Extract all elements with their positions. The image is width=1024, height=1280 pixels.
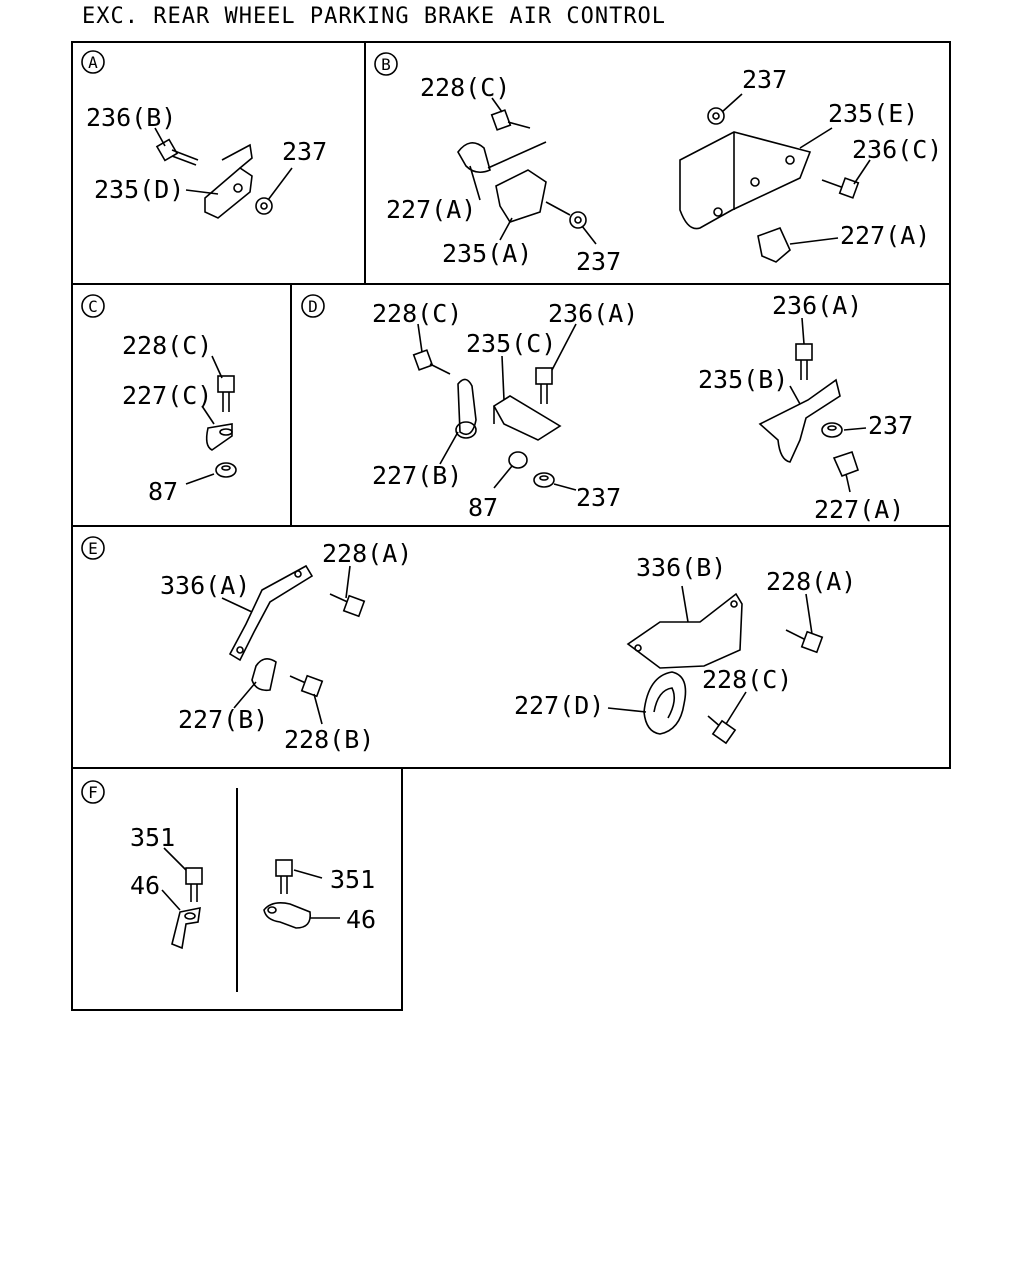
bracket-part [228, 564, 314, 662]
svg-text:A: A [88, 53, 98, 72]
bracket-part [492, 395, 562, 441]
callout-E-3: 227(B) [178, 705, 268, 734]
callout-F-2: 46 [130, 871, 160, 900]
bracket-part [626, 592, 743, 669]
clip-part [205, 423, 233, 451]
nut-part [707, 107, 725, 125]
svg-text:C: C [88, 297, 98, 316]
callout-D-5: 87 [468, 493, 498, 522]
badge-E: E [81, 536, 105, 560]
callout-F-4: 46 [346, 905, 376, 934]
svg-text:F: F [88, 783, 98, 802]
nut-part [821, 422, 843, 438]
clip-part [832, 450, 860, 478]
badge-D: D [301, 294, 325, 318]
bolt-part [535, 367, 553, 404]
badge-C: C [81, 294, 105, 318]
callout-F-1: 351 [130, 823, 175, 852]
callout-D-7: 236(A) [772, 291, 862, 320]
svg-text:E: E [88, 539, 98, 558]
callout-D-3: 235(C) [466, 329, 556, 358]
bolt-part [217, 375, 235, 412]
callout-D-10: 227(A) [814, 495, 904, 524]
clip-part [757, 226, 791, 263]
callout-D-9: 237 [868, 411, 913, 440]
callout-B-2: 227(A) [386, 195, 476, 224]
callout-D-4: 227(B) [372, 461, 462, 490]
bolt-part [490, 109, 531, 131]
bolt-part [155, 138, 199, 166]
nut-part [533, 472, 555, 488]
bolt-part [707, 715, 737, 745]
clip-part [457, 378, 477, 436]
callout-D-1: 228(C) [372, 299, 462, 328]
callout-D-6: 237 [576, 483, 621, 512]
callout-B-7: 236(C) [852, 135, 942, 164]
callout-E-1: 228(A) [322, 539, 412, 568]
bracket-part [495, 169, 547, 223]
callout-A-1: 236(B) [86, 103, 176, 132]
section-E-drawing [221, 564, 824, 745]
svg-text:B: B [381, 55, 391, 74]
callout-E-8: 227(D) [514, 691, 604, 720]
nut-part [569, 211, 587, 229]
svg-text:D: D [308, 297, 318, 316]
callout-C-2: 227(C) [122, 381, 212, 410]
callout-C-1: 228(C) [122, 331, 212, 360]
nut-part [215, 462, 237, 478]
callout-F-3: 351 [330, 865, 375, 894]
bolt-part [821, 177, 860, 199]
badge-F: F [81, 780, 105, 804]
bolt-part [275, 859, 293, 894]
bolt-part [795, 343, 813, 380]
bolt-part [185, 867, 203, 902]
callout-E-7: 228(C) [702, 665, 792, 694]
callout-E-5: 336(B) [636, 553, 726, 582]
clip-part [251, 658, 277, 692]
callout-B-5: 237 [742, 65, 787, 94]
callout-C-3: 87 [148, 477, 178, 506]
callout-D-8: 235(B) [698, 365, 788, 394]
bracket-part [679, 131, 812, 230]
callout-B-3: 235(A) [442, 239, 532, 268]
callout-B-6: 235(E) [828, 99, 918, 128]
nut-part [255, 197, 273, 215]
nut-part [508, 451, 528, 469]
clip-part [643, 671, 687, 735]
callout-E-4: 228(B) [284, 725, 374, 754]
callout-A-2: 235(D) [94, 175, 184, 204]
section-F-drawing [161, 847, 340, 950]
callout-B-1: 228(C) [420, 73, 510, 102]
bolt-part [785, 629, 824, 654]
section-D-drawing [412, 317, 867, 493]
diagram-title: EXC. REAR WHEEL PARKING BRAKE AIR CONTRO… [82, 4, 667, 29]
section-C-drawing [185, 355, 237, 485]
bracket-part [758, 378, 841, 463]
callout-E-6: 228(A) [766, 567, 856, 596]
badge-B: B [374, 52, 398, 76]
bolt-part [289, 674, 324, 698]
callout-B-8: 227(A) [840, 221, 930, 250]
callout-D-2: 236(A) [548, 299, 638, 328]
clip-part [457, 142, 491, 174]
badge-A: A [81, 50, 105, 74]
callout-E-2: 336(A) [160, 571, 250, 600]
panel-frames [71, 41, 951, 1011]
section-B-drawing [457, 93, 871, 263]
section-A-drawing [154, 127, 293, 219]
bolt-part [329, 593, 366, 618]
bolt-part [412, 349, 451, 375]
callout-A-3: 237 [282, 137, 327, 166]
callout-B-4: 237 [576, 247, 621, 276]
